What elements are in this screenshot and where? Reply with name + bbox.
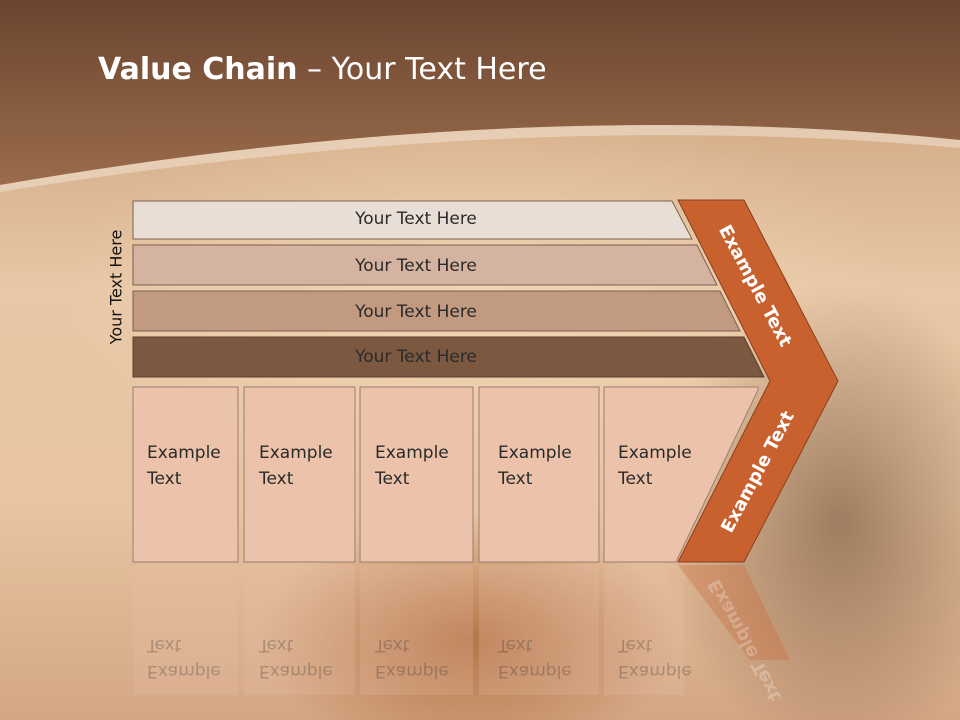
title-band [0, 0, 960, 192]
bar-2-label: Your Text Here [355, 256, 477, 276]
box-4 [478, 386, 600, 563]
title-bold: Value Chain [98, 52, 298, 87]
box-3 [359, 386, 474, 563]
bar-2 [132, 244, 718, 286]
bar-1-label: Your Text Here [355, 209, 477, 229]
slide-title: Value Chain – Your Text Here [98, 52, 547, 87]
bar-4 [132, 336, 765, 378]
box-1 [132, 386, 239, 563]
chevron-arrow [677, 199, 839, 563]
bar-3 [132, 290, 741, 332]
bar-4-label: Your Text Here [355, 347, 477, 367]
bar-1 [132, 200, 693, 240]
chevron-reflection [678, 565, 790, 660]
box-2 [243, 386, 356, 563]
bar-3-label: Your Text Here [355, 302, 477, 322]
title-rest: – Your Text Here [297, 52, 547, 87]
boxes-reflection [133, 565, 684, 695]
box-5 [603, 386, 759, 563]
